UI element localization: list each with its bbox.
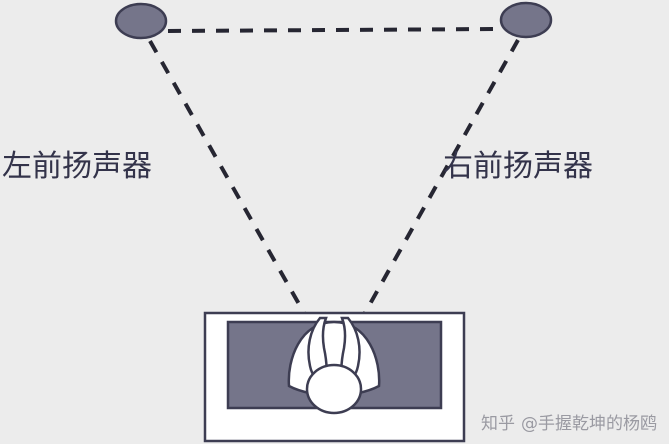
dashed-line-group [148,27,520,321]
listener-figure [287,316,381,415]
right-speaker-to-listener-line [359,39,520,321]
left-speaker-label: 左前扬声器 [2,149,152,184]
top-dashed-line [167,27,501,33]
watermark: 知乎 @手握乾坤的杨鸥 [481,409,657,434]
right-speaker-icon [499,1,553,39]
left-speaker-icon [114,2,168,40]
watermark-brand: 知乎 [481,414,515,434]
listener-head [305,363,363,415]
right-speaker-label: 右前扬声器 [443,149,593,184]
watermark-username: @手握乾坤的杨鸥 [521,414,657,434]
left-speaker-to-listener-line [148,40,310,321]
